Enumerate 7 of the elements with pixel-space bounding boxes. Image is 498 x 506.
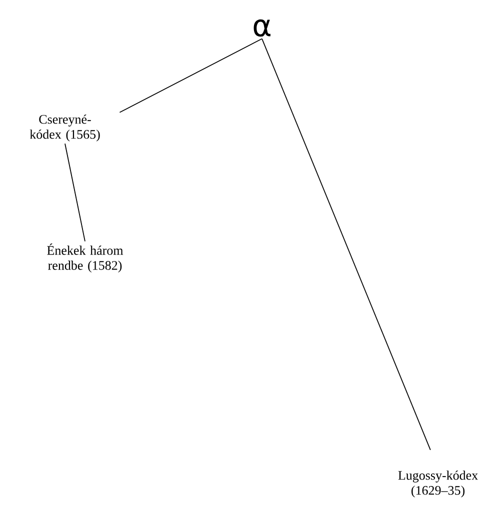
manuscript-label: Csereyné-kódex (1565) [30, 114, 100, 142]
manuscript-label: Lugossy-kódex (1629–35) [398, 470, 478, 498]
manuscript-label: Énekek három rendbe (1582) [47, 244, 124, 272]
root-label: α [254, 19, 270, 37]
stemma-line [262, 38, 431, 450]
stemma-line [119, 38, 262, 113]
stemma-line [64, 143, 86, 242]
